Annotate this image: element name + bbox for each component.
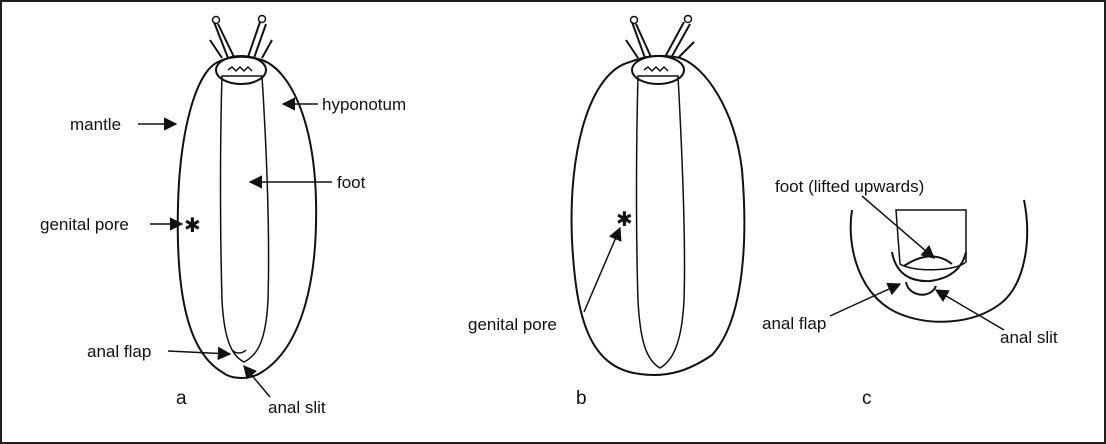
label-hyponotum: hyponotum	[322, 95, 406, 114]
foot-lip-c	[904, 256, 952, 266]
arrow-anal-flap-a	[168, 351, 230, 354]
foot-c	[896, 210, 966, 270]
arrow-genital-pore-b	[584, 228, 620, 312]
label-anal-slit-a: anal slit	[268, 398, 326, 417]
mantle-arc-c	[851, 200, 1027, 322]
genital-pore-mark-a: ✱	[184, 215, 201, 237]
mouth-b	[644, 67, 668, 71]
label-genital-pore-b: genital pore	[468, 315, 557, 334]
anal-flap-shape-c	[906, 282, 936, 295]
label-foot-a: foot	[337, 173, 366, 192]
panel-label-c: c	[862, 388, 872, 409]
arrow-anal-flap-c	[830, 284, 900, 316]
foot-a	[221, 76, 269, 362]
label-anal-slit-c: anal slit	[1000, 328, 1058, 347]
mantle-outline-b	[572, 56, 745, 375]
mouth-a	[228, 67, 252, 71]
tentacles-a	[210, 16, 272, 59]
label-anal-flap-a: anal flap	[87, 342, 151, 361]
arrow-foot-c	[862, 196, 934, 258]
panel-b: ✱ genital pore b	[468, 16, 744, 410]
genital-pore-mark-b: ✱	[616, 209, 633, 231]
panel-label-b: b	[576, 388, 587, 409]
label-mantle: mantle	[70, 115, 121, 134]
panel-a: ✱ mantle hyponotum foot genital pore ana…	[40, 16, 406, 418]
panel-label-a: a	[176, 388, 187, 409]
arrow-anal-slit-c	[936, 290, 1004, 330]
label-genital-pore-a: genital pore	[40, 215, 129, 234]
arrow-anal-slit-a	[244, 366, 270, 397]
foot-b	[637, 76, 685, 368]
head-a	[216, 56, 266, 84]
tentacles-b	[626, 16, 694, 59]
label-anal-flap-c: anal flap	[762, 314, 826, 333]
label-foot-c: foot (lifted upwards)	[775, 177, 924, 196]
panel-c: foot (lifted upwards) anal flap anal sli…	[762, 177, 1058, 409]
